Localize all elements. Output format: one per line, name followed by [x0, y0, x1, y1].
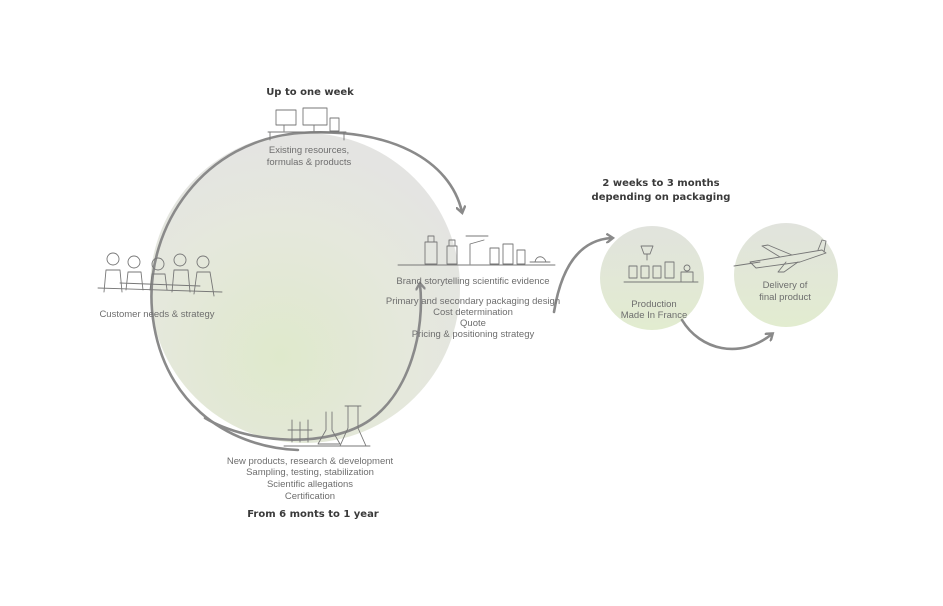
brand-detail-4: Pricing & positioning strategy [412, 329, 535, 340]
development-cycle-circle [150, 133, 460, 443]
brand-detail-2: Cost determination [433, 307, 513, 318]
production-label-2: Made In France [621, 310, 688, 321]
timing-bottom: From 6 monts to 1 year [247, 509, 379, 520]
rnd-label-3: Scientific allegations [267, 479, 353, 490]
timing-production: 2 weeks to 3 months [602, 178, 719, 189]
customer-label: Customer needs & strategy [99, 309, 214, 320]
brand-label: Brand storytelling scientific evidence [396, 276, 549, 287]
lab-flasks-icon [283, 405, 371, 447]
rnd-label-4: Certification [285, 491, 335, 502]
to-delivery-arrow [680, 318, 772, 351]
delivery-label-1: Delivery of [763, 280, 808, 291]
delivery-label-2: final product [759, 292, 811, 303]
brand-detail-1: Primary and secondary packaging design [386, 296, 560, 307]
meeting-people-icon [97, 252, 223, 297]
factory-production-line-icon [623, 245, 699, 283]
existing-label-2: formulas & products [267, 157, 352, 168]
bottles-products-icon [397, 235, 556, 266]
production-label-1: Production [631, 299, 676, 310]
airplane-icon [733, 239, 827, 273]
cycle-arrow [150, 131, 462, 452]
rnd-label-1: New products, research & development [227, 456, 394, 467]
cycle-return-arrow [203, 284, 421, 441]
timing-production-sub: depending on packaging [592, 192, 731, 203]
delivery-circle [734, 223, 838, 327]
timing-top: Up to one week [266, 87, 354, 98]
computer-workstations-icon [267, 107, 347, 141]
to-production-arrow [552, 238, 612, 314]
existing-label-1: Existing resources, [269, 145, 349, 156]
brand-detail-3: Quote [460, 318, 486, 329]
rnd-label-2: Sampling, testing, stabilization [246, 467, 374, 478]
production-circle [600, 226, 704, 330]
